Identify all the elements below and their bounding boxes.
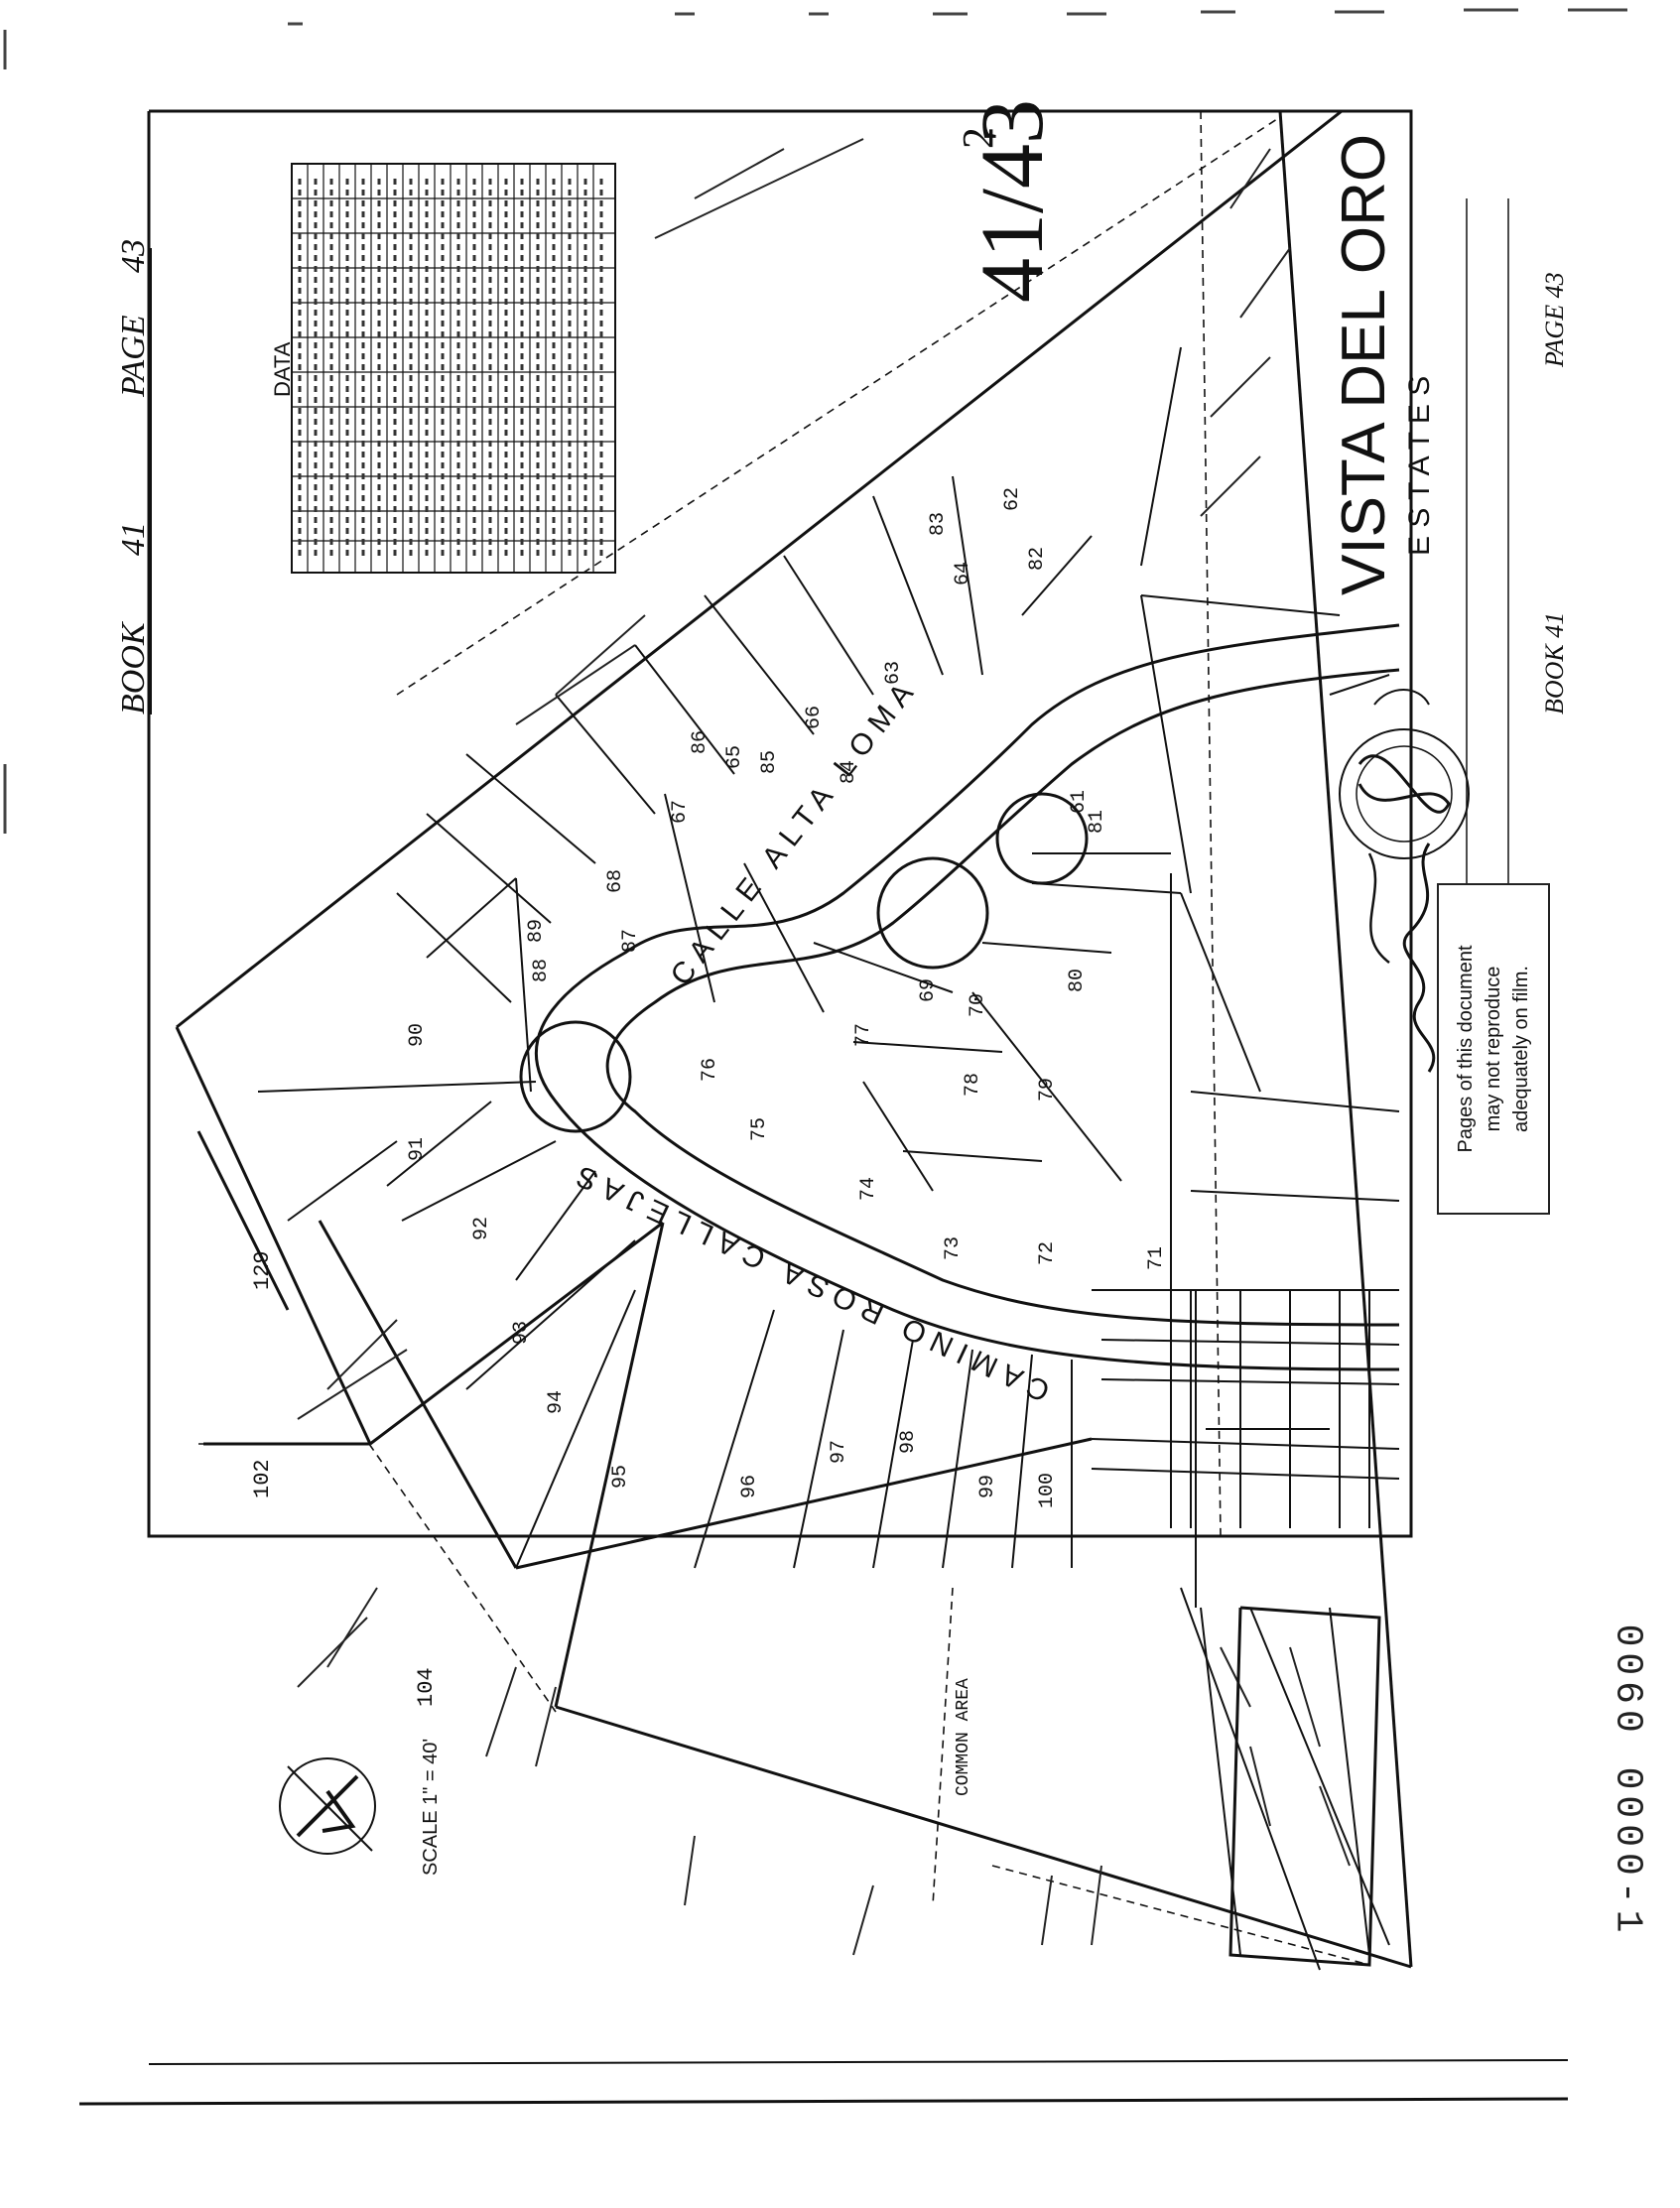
film-code-text: 0060 0000-1 (1606, 1624, 1649, 1939)
page-number: 43 (115, 239, 152, 273)
signature-icon (1367, 843, 1436, 1073)
lot-number: 69 (917, 978, 940, 1002)
engineer-seal-icon (1339, 689, 1470, 859)
lot-number: 74 (857, 1177, 880, 1201)
street-name-calle-alta-loma: CALLE ALTA LOMA (665, 671, 925, 991)
lot-number: 96 (738, 1475, 761, 1498)
lot-number: 95 (609, 1465, 632, 1489)
lot-number: 70 (967, 993, 989, 1017)
lot-number: 82 (1026, 547, 1049, 571)
lot-number: 88 (530, 959, 553, 982)
subdivision-sub: E S T A T E S (1403, 376, 1436, 556)
lot-number: 63 (882, 661, 905, 685)
lot-number: 71 (1145, 1246, 1168, 1270)
map-border (78, 109, 1569, 2106)
notation-box (1228, 1606, 1381, 1967)
lot-number: 80 (1066, 969, 1089, 992)
north-arrow-icon (279, 1757, 376, 1855)
lot-number: 75 (748, 1117, 771, 1141)
book-number: 41 (115, 522, 152, 556)
area-label: COMMON AREA (954, 1678, 973, 1796)
scan-edge-marks (3, 8, 1627, 834)
lot-number: 73 (942, 1236, 965, 1260)
lot-numbers: 61 62 63 64 65 66 67 68 69 70 71 72 73 7… (406, 487, 1168, 1508)
lot-lines (257, 346, 1400, 1971)
lot-number: 65 (723, 745, 746, 769)
page-label: PAGE (115, 315, 152, 398)
film-frame-code: 0060 0000-1 (1588, 1568, 1667, 1995)
curve-data-table: DATA (270, 163, 616, 574)
lot-number: 93 (510, 1321, 533, 1345)
lot-number: 72 (1036, 1241, 1059, 1265)
area-label: 102 (250, 1459, 275, 1498)
lot-number: 81 (1086, 810, 1108, 834)
footer-page: PAGE 43 (1540, 272, 1569, 368)
lot-number: 83 (927, 512, 950, 536)
handwritten-ref: 41/43 (964, 99, 1062, 303)
lot-number: 87 (619, 929, 642, 953)
film-reproduction-notice: Pages of this document may not reproduce… (1437, 883, 1550, 1215)
street-name-camino-rosa-callejas: CAMINO ROSA CALLEJAS (565, 1156, 1055, 1408)
lot-number: 79 (1036, 1078, 1059, 1102)
notice-line-1: Pages of this document (1455, 945, 1477, 1153)
lot-number: 68 (604, 869, 627, 893)
lot-number: 64 (952, 562, 974, 585)
street-right-of-way (519, 623, 1400, 1371)
lot-number: 99 (976, 1475, 999, 1498)
handwritten-sup: 2 (954, 127, 1002, 149)
lot-number: 84 (838, 760, 860, 784)
area-label: 104 (414, 1667, 439, 1707)
lot-number: 61 (1068, 790, 1091, 814)
notice-line-2: may not reproduce (1483, 966, 1504, 1132)
scale-label: SCALE 1" = 40' (420, 1739, 442, 1876)
title-block: VISTA DEL ORO E S T A T E S BOOK 41 PAGE… (1330, 134, 1569, 1092)
lot-number: 100 (1036, 1473, 1059, 1508)
notice-line-3: adequately on film. (1510, 966, 1532, 1132)
data-table-title: DATA (270, 341, 295, 397)
lot-number: 90 (406, 1023, 429, 1047)
book-page-header: BOOK 41 PAGE 43 41/43 2 (115, 99, 1062, 714)
lot-number: 76 (699, 1058, 721, 1082)
book-label: BOOK (115, 620, 152, 714)
lot-number: 98 (897, 1430, 920, 1454)
lot-number: 66 (803, 706, 826, 729)
lot-number: 85 (758, 750, 781, 774)
footer-book: BOOK 41 (1540, 612, 1569, 714)
lot-number: 91 (406, 1137, 429, 1161)
lot-number: 77 (852, 1023, 875, 1047)
area-labels: 129 102 104 COMMON AREA (250, 1250, 973, 1796)
street-labels: CALLE ALTA LOMA CAMINO ROSA CALLEJAS (565, 671, 1055, 1407)
lot-number: 62 (1001, 487, 1024, 511)
lot-number: 89 (525, 919, 548, 943)
lot-number: 67 (669, 800, 692, 824)
area-label: 129 (250, 1250, 275, 1290)
lot-number: 86 (689, 730, 711, 754)
lot-number: 94 (545, 1390, 568, 1414)
survey-annotations (297, 138, 1351, 1956)
subdivision-name: VISTA DEL ORO (1330, 134, 1398, 595)
easement-lines (198, 110, 1370, 1966)
lot-number: 97 (828, 1440, 850, 1464)
lot-number: 92 (470, 1217, 493, 1240)
lot-number: 78 (962, 1073, 984, 1097)
